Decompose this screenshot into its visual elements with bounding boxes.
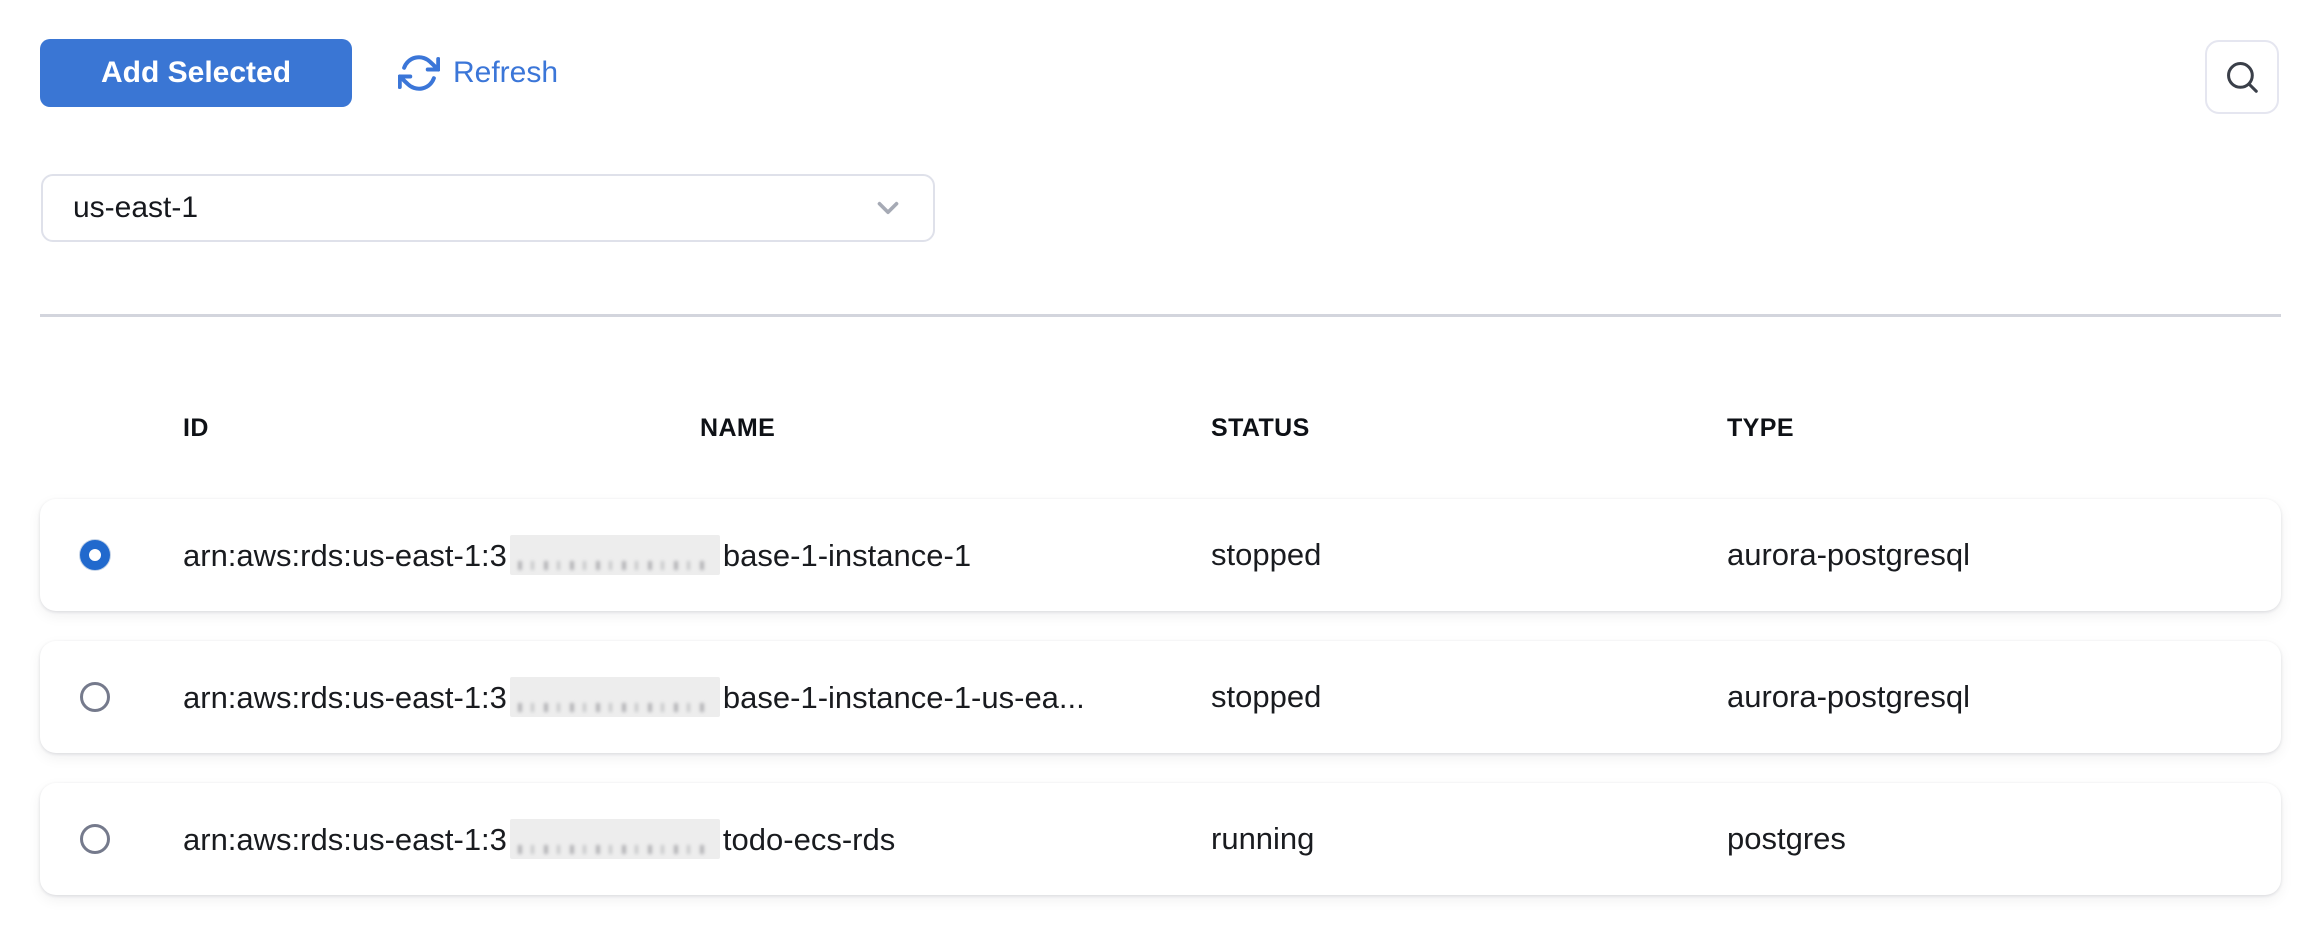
column-header-id: ID xyxy=(183,413,209,442)
add-selected-button[interactable]: Add Selected xyxy=(40,39,352,107)
redacted-account-id xyxy=(509,535,720,575)
instance-type: postgres xyxy=(1727,821,1846,856)
redacted-account-id xyxy=(509,819,720,859)
instance-type: aurora-postgresql xyxy=(1727,679,1970,714)
radio-unselected[interactable] xyxy=(80,682,110,712)
search-icon xyxy=(2223,58,2261,96)
refresh-label: Refresh xyxy=(453,56,559,89)
section-divider xyxy=(40,314,2281,317)
instance-type: aurora-postgresql xyxy=(1727,537,1970,572)
column-header-type: TYPE xyxy=(1727,413,1794,442)
table-header: ID NAME STATUS TYPE xyxy=(40,403,2281,453)
region-select-value: us-east-1 xyxy=(73,191,199,224)
instance-status: running xyxy=(1211,821,1315,856)
refresh-button[interactable]: Refresh xyxy=(398,43,558,103)
column-header-name: NAME xyxy=(700,413,776,442)
region-select[interactable]: us-east-1 xyxy=(41,174,935,242)
refresh-icon xyxy=(398,52,440,94)
chevron-down-icon xyxy=(871,191,933,225)
redacted-account-id xyxy=(509,677,720,717)
search-button[interactable] xyxy=(2205,40,2279,114)
radio-selected[interactable] xyxy=(80,540,110,570)
radio-unselected[interactable] xyxy=(80,824,110,854)
instance-status: stopped xyxy=(1211,537,1322,572)
column-header-status: STATUS xyxy=(1211,413,1310,442)
instance-status: stopped xyxy=(1211,679,1322,714)
